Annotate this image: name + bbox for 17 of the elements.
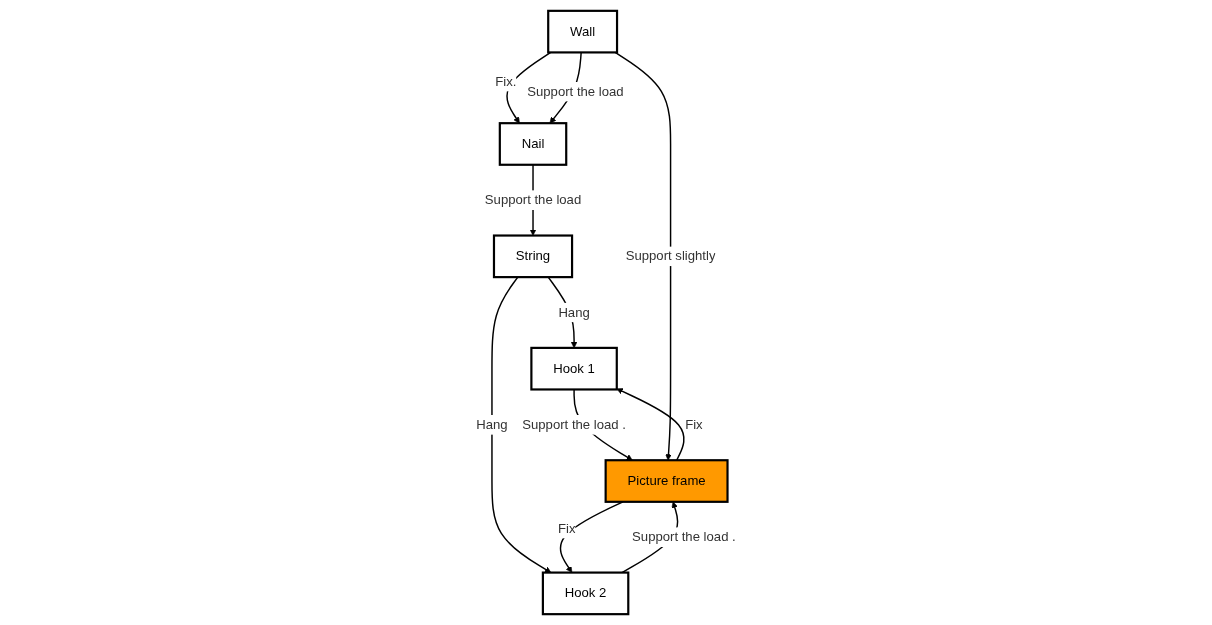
edge-label: Fix. bbox=[495, 73, 517, 89]
arrow bbox=[616, 388, 685, 461]
edge-label: Support the load bbox=[527, 84, 624, 99]
edge-label: Support the load bbox=[484, 192, 582, 208]
edge-label: Support the load . bbox=[522, 417, 626, 432]
node-box: Hook 1 bbox=[530, 346, 618, 391]
node-box: Wall bbox=[547, 9, 619, 54]
node-box: Hook 2 bbox=[541, 571, 630, 616]
edge-label: Hang bbox=[476, 417, 508, 432]
edge-label: Fix bbox=[557, 520, 576, 536]
edge-label: Hang bbox=[558, 304, 590, 320]
node-box: Nail bbox=[498, 122, 568, 166]
edge-label: Support the load . bbox=[632, 529, 736, 545]
node-box: String bbox=[492, 234, 574, 279]
edge-label: Fix bbox=[685, 417, 703, 432]
node-box: Picture frame bbox=[604, 459, 729, 503]
edge-label: Support slightly bbox=[625, 248, 716, 264]
